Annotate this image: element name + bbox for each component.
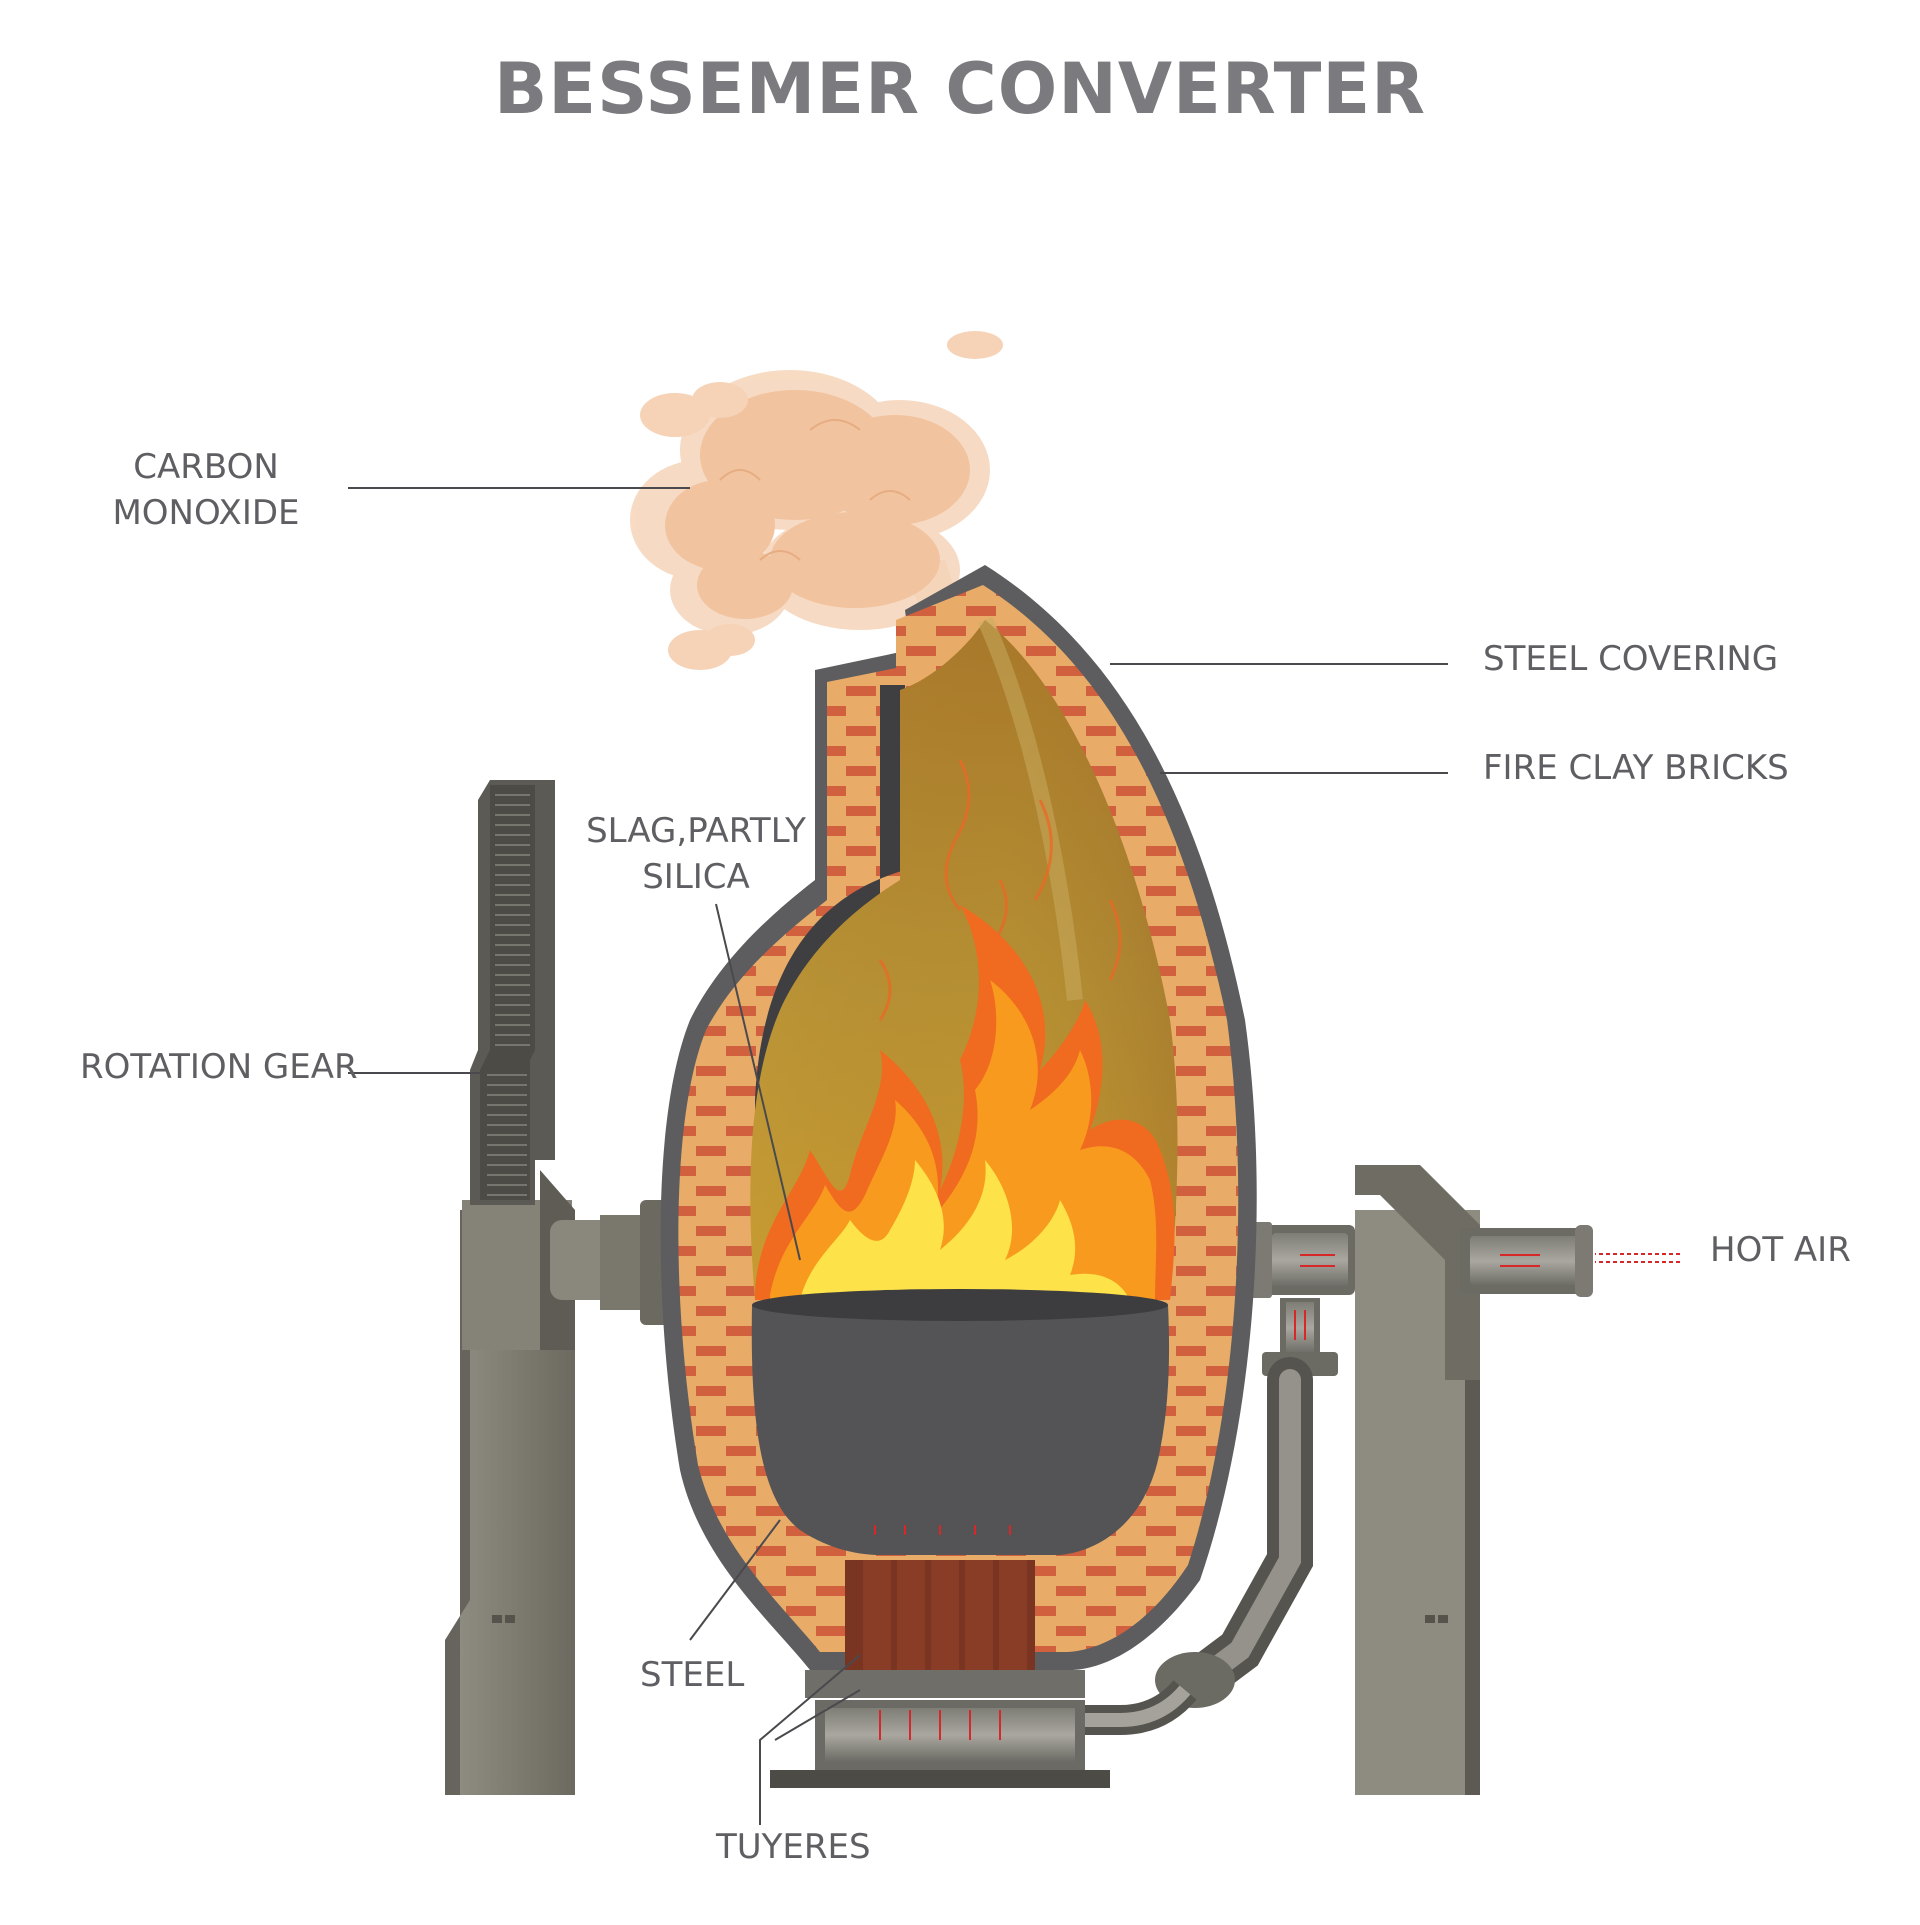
label-carbon-monoxide-line2: MONOXIDE — [112, 493, 300, 533]
flames — [755, 905, 1175, 1300]
steel-leader — [689, 1519, 781, 1641]
air-flow-arrows — [874, 1253, 1680, 1740]
label-tuyeres: TUYERES — [716, 1827, 871, 1867]
molten-steel — [751, 1289, 1170, 1555]
leader-lines — [348, 487, 1448, 1825]
label-fire-clay-bricks: FIRE CLAY BRICKS — [1483, 748, 1789, 788]
tuyeres-leader — [759, 1654, 861, 1825]
carbon-monoxide-smoke — [630, 331, 1003, 670]
label-carbon-monoxide-line1: CARBON — [133, 447, 279, 487]
label-slag: SLAG,PARTLY SILICA — [576, 808, 816, 900]
right-support-frame — [1355, 1165, 1480, 1795]
label-steel: STEEL — [640, 1655, 745, 1695]
label-carbon-monoxide: CARBON MONOXIDE — [96, 444, 316, 536]
hot-air-pipe — [1080, 1222, 1593, 1735]
label-rotation-gear: ROTATION GEAR — [80, 1047, 358, 1087]
label-slag-line2: SILICA — [642, 857, 750, 897]
rotation-gear — [470, 780, 555, 1205]
converter-chamber — [750, 616, 1178, 1555]
label-steel-covering: STEEL COVERING — [1483, 639, 1779, 679]
label-slag-line1: SLAG,PARTLY — [586, 811, 806, 851]
diagram-title: BESSEMER CONVERTER — [493, 48, 1427, 130]
tuyeres — [770, 1560, 1110, 1788]
slag-leader — [715, 903, 801, 1261]
label-hot-air: HOT AIR — [1710, 1230, 1851, 1270]
left-support-frame — [445, 1170, 690, 1795]
tuyeres-leader-2 — [774, 1689, 861, 1741]
gas-streak — [977, 616, 1083, 1001]
